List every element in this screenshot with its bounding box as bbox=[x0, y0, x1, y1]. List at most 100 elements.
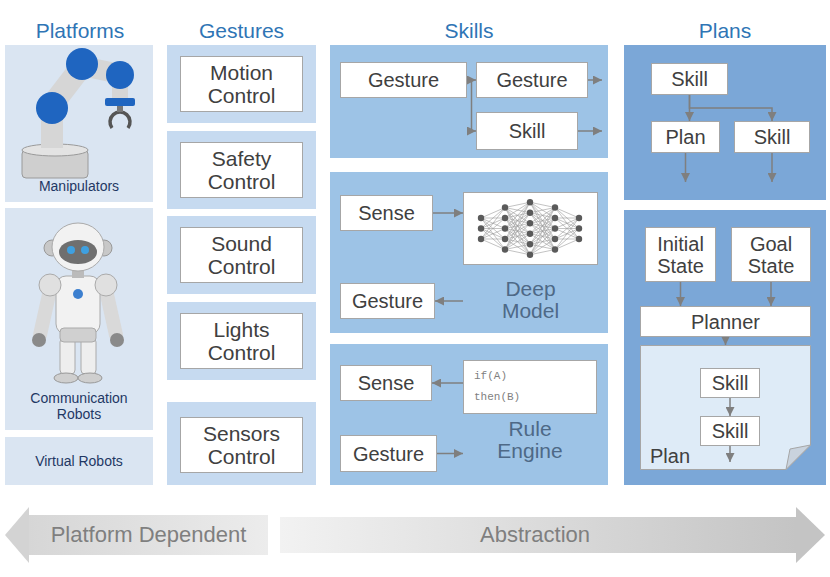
column-heading: Platforms bbox=[36, 19, 125, 43]
model-label: Deep Model bbox=[481, 278, 581, 322]
network-link bbox=[505, 202, 530, 249]
robot-leg bbox=[60, 338, 75, 374]
output-arrow bbox=[588, 79, 602, 81]
box-label: Sensors Control bbox=[187, 422, 296, 468]
network-link bbox=[530, 208, 555, 245]
flow-arrow bbox=[770, 282, 772, 306]
network-neuron bbox=[502, 204, 508, 210]
network-link bbox=[505, 244, 530, 249]
box-label: Skill bbox=[712, 372, 749, 394]
platform-panel: Manipulators bbox=[5, 45, 153, 202]
network-link bbox=[555, 218, 579, 239]
robot-torso bbox=[56, 276, 100, 334]
panels bbox=[5, 45, 826, 485]
network-link bbox=[555, 229, 579, 250]
network-neuron bbox=[527, 231, 533, 237]
box-label: Skill bbox=[754, 126, 791, 148]
box-label: Skill bbox=[509, 120, 546, 142]
network-neuron bbox=[552, 225, 558, 231]
box-label: Safety Control bbox=[187, 147, 296, 193]
robot-eye bbox=[81, 246, 89, 254]
rule-engine: if(A) then(B)Rule Engine bbox=[463, 360, 597, 472]
network-link bbox=[555, 218, 579, 239]
robot-arm bbox=[40, 290, 50, 335]
axis-label: Abstraction bbox=[480, 522, 590, 548]
network-neuron bbox=[502, 246, 508, 252]
network-link bbox=[505, 250, 530, 255]
box-label: Sense bbox=[358, 202, 415, 224]
flow-arrow bbox=[690, 95, 773, 121]
robot-shoulder bbox=[95, 274, 117, 296]
robot-eye bbox=[67, 246, 75, 254]
robot-pelvis bbox=[60, 328, 96, 342]
network-link bbox=[555, 208, 579, 219]
flow-arrow bbox=[435, 300, 463, 302]
network-neuron bbox=[527, 199, 533, 205]
skill-box: Skill bbox=[700, 416, 760, 446]
plan-box: Plan bbox=[651, 121, 720, 153]
arrow-body-left bbox=[29, 515, 268, 555]
label-slot: Platform Dependent bbox=[29, 515, 268, 555]
right-arrowhead bbox=[796, 507, 825, 563]
document-fold bbox=[786, 445, 811, 470]
document-label: Plan bbox=[650, 445, 690, 467]
network-link bbox=[481, 229, 505, 240]
robot-arm bbox=[106, 290, 116, 335]
box-label: Gesture bbox=[353, 443, 424, 465]
network-link bbox=[555, 208, 579, 229]
flow-arrow bbox=[729, 398, 731, 416]
network-link bbox=[530, 208, 555, 255]
platform-label: Virtual Robots bbox=[14, 453, 144, 469]
network-link bbox=[481, 229, 505, 250]
skill-box: Skill bbox=[651, 63, 728, 95]
network-link bbox=[555, 208, 579, 240]
network-link bbox=[481, 208, 505, 240]
network-link bbox=[555, 218, 579, 250]
network-neuron bbox=[527, 252, 533, 258]
flow-arrow bbox=[725, 337, 727, 345]
skill-box: Skill bbox=[476, 112, 578, 150]
robot-foot bbox=[54, 373, 78, 383]
label-slot: Platforms bbox=[5, 16, 155, 46]
network-link bbox=[481, 218, 505, 239]
robot-foot bbox=[78, 373, 102, 383]
gesture-panel bbox=[167, 402, 316, 485]
network-link bbox=[481, 229, 505, 240]
box-label: Motion Control bbox=[187, 61, 296, 107]
document-outline bbox=[641, 346, 811, 470]
network-link bbox=[505, 218, 530, 255]
network-neuron bbox=[552, 215, 558, 221]
network-link bbox=[481, 208, 505, 219]
robot-joint bbox=[106, 61, 134, 89]
network-neuron bbox=[527, 241, 533, 247]
network-neuron bbox=[502, 236, 508, 242]
rule-box: if(A) then(B) bbox=[463, 360, 597, 414]
network-neuron bbox=[527, 210, 533, 216]
plan-document-shape bbox=[641, 346, 811, 470]
network-link bbox=[530, 202, 555, 228]
gesture-panel bbox=[167, 45, 316, 123]
box-label: Sound Control bbox=[187, 232, 296, 278]
gesture-box: Gesture bbox=[340, 435, 437, 472]
network-link bbox=[505, 234, 530, 250]
humanoid-illustration bbox=[32, 223, 124, 383]
network-link bbox=[530, 218, 555, 255]
gesture-panel bbox=[167, 216, 316, 294]
state-box: Goal State bbox=[731, 227, 811, 282]
left-arrowhead bbox=[5, 507, 29, 563]
platform-label: Communication Robots bbox=[14, 390, 144, 422]
network-link bbox=[530, 239, 555, 255]
gesture-panel bbox=[167, 131, 316, 209]
flow-arrow bbox=[432, 382, 463, 384]
gesture-box: Gesture bbox=[476, 62, 588, 98]
network-link bbox=[505, 229, 530, 255]
box-label: Skill bbox=[712, 420, 749, 442]
box-label: Planner bbox=[691, 311, 760, 333]
network-link bbox=[530, 202, 555, 239]
skill-panel bbox=[330, 172, 608, 333]
deep-model: Deep Model bbox=[463, 192, 598, 322]
skill-panel bbox=[330, 344, 608, 485]
platform-panel: Communication Robots bbox=[5, 208, 153, 430]
gesture-panel bbox=[167, 302, 316, 380]
